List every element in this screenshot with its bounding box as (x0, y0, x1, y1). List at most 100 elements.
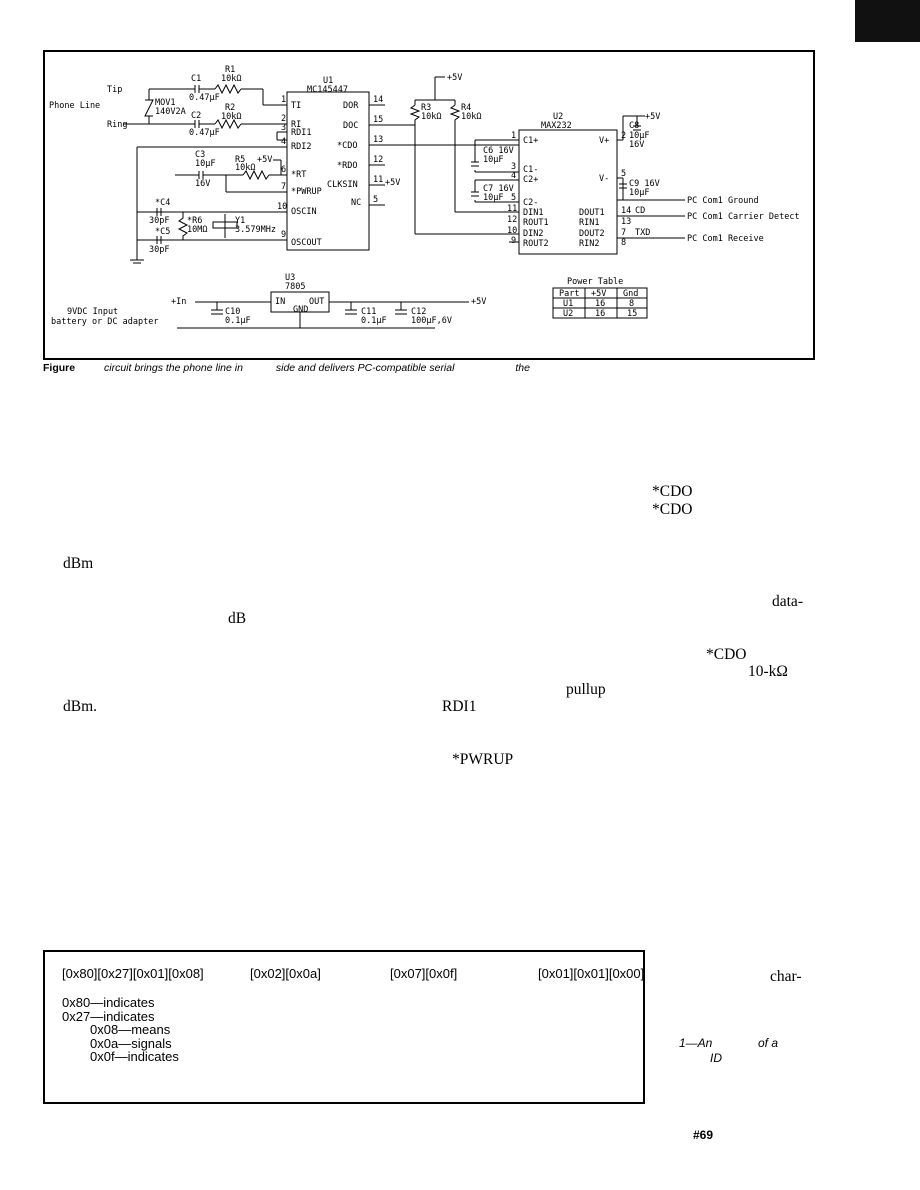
c12-value: 100µF,6V (411, 316, 452, 326)
u2-dout1: DOUT1 (579, 208, 605, 218)
u3-out: OUT (309, 297, 324, 307)
u1-rdi1: RDI1 (291, 128, 311, 138)
output-vplus: +5V (471, 297, 486, 307)
caption-figure-label: Figure (43, 362, 76, 374)
pc-receive-label: PC Com1 Receive (687, 234, 764, 244)
u2-vm: V- (599, 174, 609, 184)
pin-4: 4 (281, 137, 286, 147)
c3-label: C3 (195, 150, 205, 160)
c10-label: C10 (225, 307, 240, 317)
r6-value: 10MΩ (187, 225, 207, 235)
power-table-header-5v: +5V (591, 289, 606, 299)
u2-pin-5: 5 (511, 193, 516, 203)
u1-pwrup: *PWRUP (291, 187, 322, 197)
r4-value: 10kΩ (461, 112, 481, 122)
pin-11: 11 (373, 175, 383, 185)
text-fragment: *CDO (652, 483, 693, 500)
u1-nc: NC (351, 198, 361, 208)
u1-rdo: *RDO (337, 161, 357, 171)
u3-part: 7805 (285, 282, 305, 292)
u2-pin-6: 5 (621, 169, 626, 179)
pin-15: 15 (373, 115, 383, 125)
text-fragment: dB (228, 610, 247, 627)
u1-rt: *RT (291, 170, 306, 180)
text-fragment: char- (770, 968, 802, 985)
u1-part: MC145447 (307, 85, 348, 95)
u2-c1p: C1+ (523, 136, 538, 146)
u2-vp: V+ (599, 136, 609, 146)
listing-line: 0x80—indicates (62, 995, 155, 1010)
c5-value: 30pF (149, 245, 169, 255)
u2-din1: DIN1 (523, 208, 543, 218)
plus-in-label: +In (171, 297, 186, 307)
power-table-cell: 16 (595, 299, 605, 309)
pc-ground-label: PC Com1 Ground (687, 196, 759, 206)
c12-label: C12 (411, 307, 426, 317)
pin-12: 12 (373, 155, 383, 165)
text-fragment: dBm (63, 555, 94, 572)
r2-value: 10kΩ (221, 112, 241, 122)
c11-value: 0.1µF (361, 316, 387, 326)
listing-line: 0x08—means (90, 1022, 171, 1037)
u2-c2m: C2- (523, 198, 538, 208)
r1-label: R1 (225, 65, 235, 75)
u2-rout2: ROUT2 (523, 239, 549, 249)
caption-text: circuit brings the phone line in (104, 362, 243, 374)
power-table-cell: 8 (629, 299, 634, 309)
c5-label: *C5 (155, 227, 170, 237)
power-table-header-part: Part (559, 289, 579, 299)
circuit-schematic: Tip Phone Line Ring C1 0.47µF R1 10kΩ MO… (49, 65, 800, 329)
u2-dout2: DOUT2 (579, 229, 605, 239)
u3-in: IN (275, 297, 285, 307)
cd-label: CD (635, 206, 645, 216)
u2-vplus: +5V (645, 112, 660, 122)
u1-oscout: OSCOUT (291, 238, 322, 248)
r5-vplus: +5V (257, 155, 272, 165)
listing-line: 0x27—indicates (62, 1009, 155, 1024)
text-fragment: data- (772, 593, 803, 610)
mov1-label: MOV1 (155, 98, 175, 108)
listing-line: 0x0f—indicates (90, 1049, 179, 1064)
c2-label: C2 (191, 111, 201, 121)
u1-dor: DOR (343, 101, 359, 111)
c9-value: 10µF (629, 188, 649, 198)
listing-box (43, 950, 645, 1104)
u2-rout1: ROUT1 (523, 218, 549, 228)
listing-bytes-4: [0x01][0x01][0x00] (538, 966, 645, 981)
listing-bytes-2: [0x02][0x0a] (250, 966, 321, 981)
c8-value: 10µF (629, 131, 649, 141)
pin-6: 6 (281, 165, 286, 175)
listing-caption: of a (758, 1036, 779, 1050)
u2-pin-8: 8 (621, 238, 626, 248)
pin-2: 2 (281, 114, 286, 124)
r4-label: R4 (461, 103, 471, 113)
r1-value: 10kΩ (221, 74, 241, 84)
r3-value: 10kΩ (421, 112, 441, 122)
u2-pin-11: 11 (507, 204, 517, 214)
u2-pin-13: 13 (621, 217, 631, 227)
text-fragment: *CDO (706, 646, 747, 663)
u2-pin-3: 3 (511, 162, 516, 172)
u2-pin-10: 10 (507, 226, 517, 236)
txd-label: TXD (635, 228, 650, 238)
pin-14: 14 (373, 95, 383, 105)
listing-line: 0x0a—signals (90, 1036, 172, 1051)
c1-label: C1 (191, 74, 201, 84)
page-number: #69 (693, 1128, 714, 1142)
pin-7: 7 (281, 182, 286, 192)
r2-label: R2 (225, 103, 235, 113)
r3-label: R3 (421, 103, 431, 113)
c3-voltage: 16V (195, 179, 210, 189)
u2-din2: DIN2 (523, 229, 543, 239)
u1-label: U1 (323, 76, 333, 86)
c9-label: C9 16V (629, 179, 660, 189)
pin-3: 3 (281, 123, 286, 133)
u2-label: U2 (553, 112, 563, 122)
u1-rdi2: RDI2 (291, 142, 311, 152)
power-table-title: Power Table (567, 277, 623, 287)
power-table-cell: 16 (595, 309, 605, 319)
pc-carrier-detect-label: PC Com1 Carrier Detect (687, 212, 800, 222)
u2-c2p: C2+ (523, 175, 538, 185)
c11-label: C11 (361, 307, 376, 317)
tip-label: Tip (107, 85, 122, 95)
